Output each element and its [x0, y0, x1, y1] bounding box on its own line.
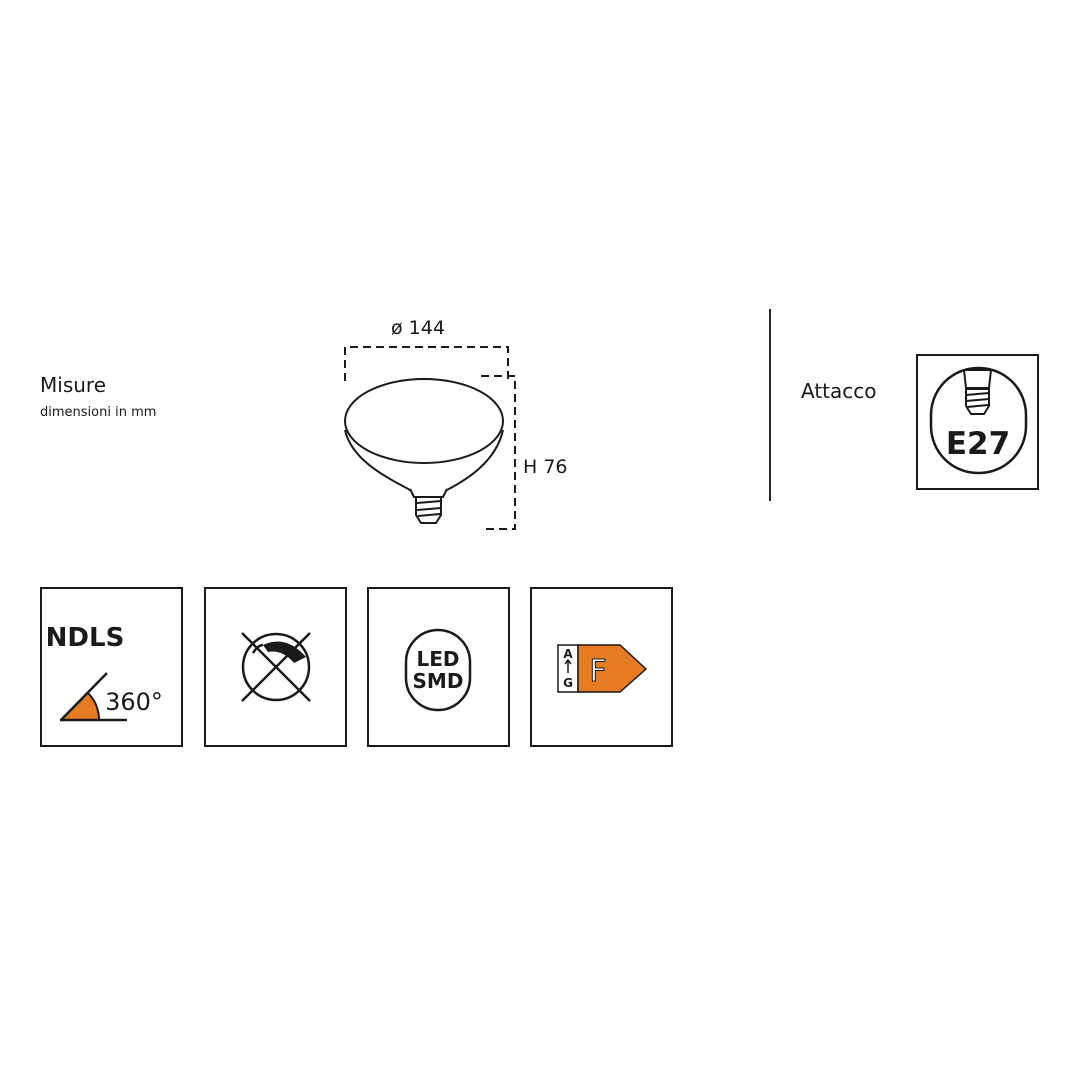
ndls-badge: NDLS 360° — [40, 587, 183, 747]
socket-type-text: E27 — [946, 426, 1010, 462]
bulb-dimension-drawing — [344, 346, 516, 530]
e27-socket-badge: E27 — [916, 354, 1039, 490]
energy-class-letter: F — [589, 654, 606, 689]
led-text: LED — [416, 647, 459, 671]
measures-title: Misure — [40, 373, 106, 397]
led-chip-icon — [404, 628, 472, 712]
height-label: H 76 — [523, 456, 568, 478]
not-dimmable-badge — [204, 587, 347, 747]
energy-scale-icon: A G — [557, 644, 648, 693]
diameter-label: ø 144 — [391, 317, 445, 339]
smd-text: SMD — [413, 669, 464, 693]
energy-scale-top: A — [563, 647, 573, 661]
section-divider — [769, 309, 771, 501]
not-dimmable-icon — [241, 632, 311, 702]
beam-angle-text: 360° — [105, 688, 163, 716]
ndls-title: NDLS — [46, 623, 125, 653]
e27-socket-icon: E27 — [929, 366, 1028, 475]
led-smd-badge: LED SMD — [367, 587, 510, 747]
measures-subtitle: dimensioni in mm — [40, 405, 157, 420]
energy-scale-bottom: G — [563, 676, 573, 690]
beam-angle-icon — [60, 672, 127, 722]
energy-class-badge: A G F — [530, 587, 673, 747]
fitting-label: Attacco — [801, 379, 877, 403]
